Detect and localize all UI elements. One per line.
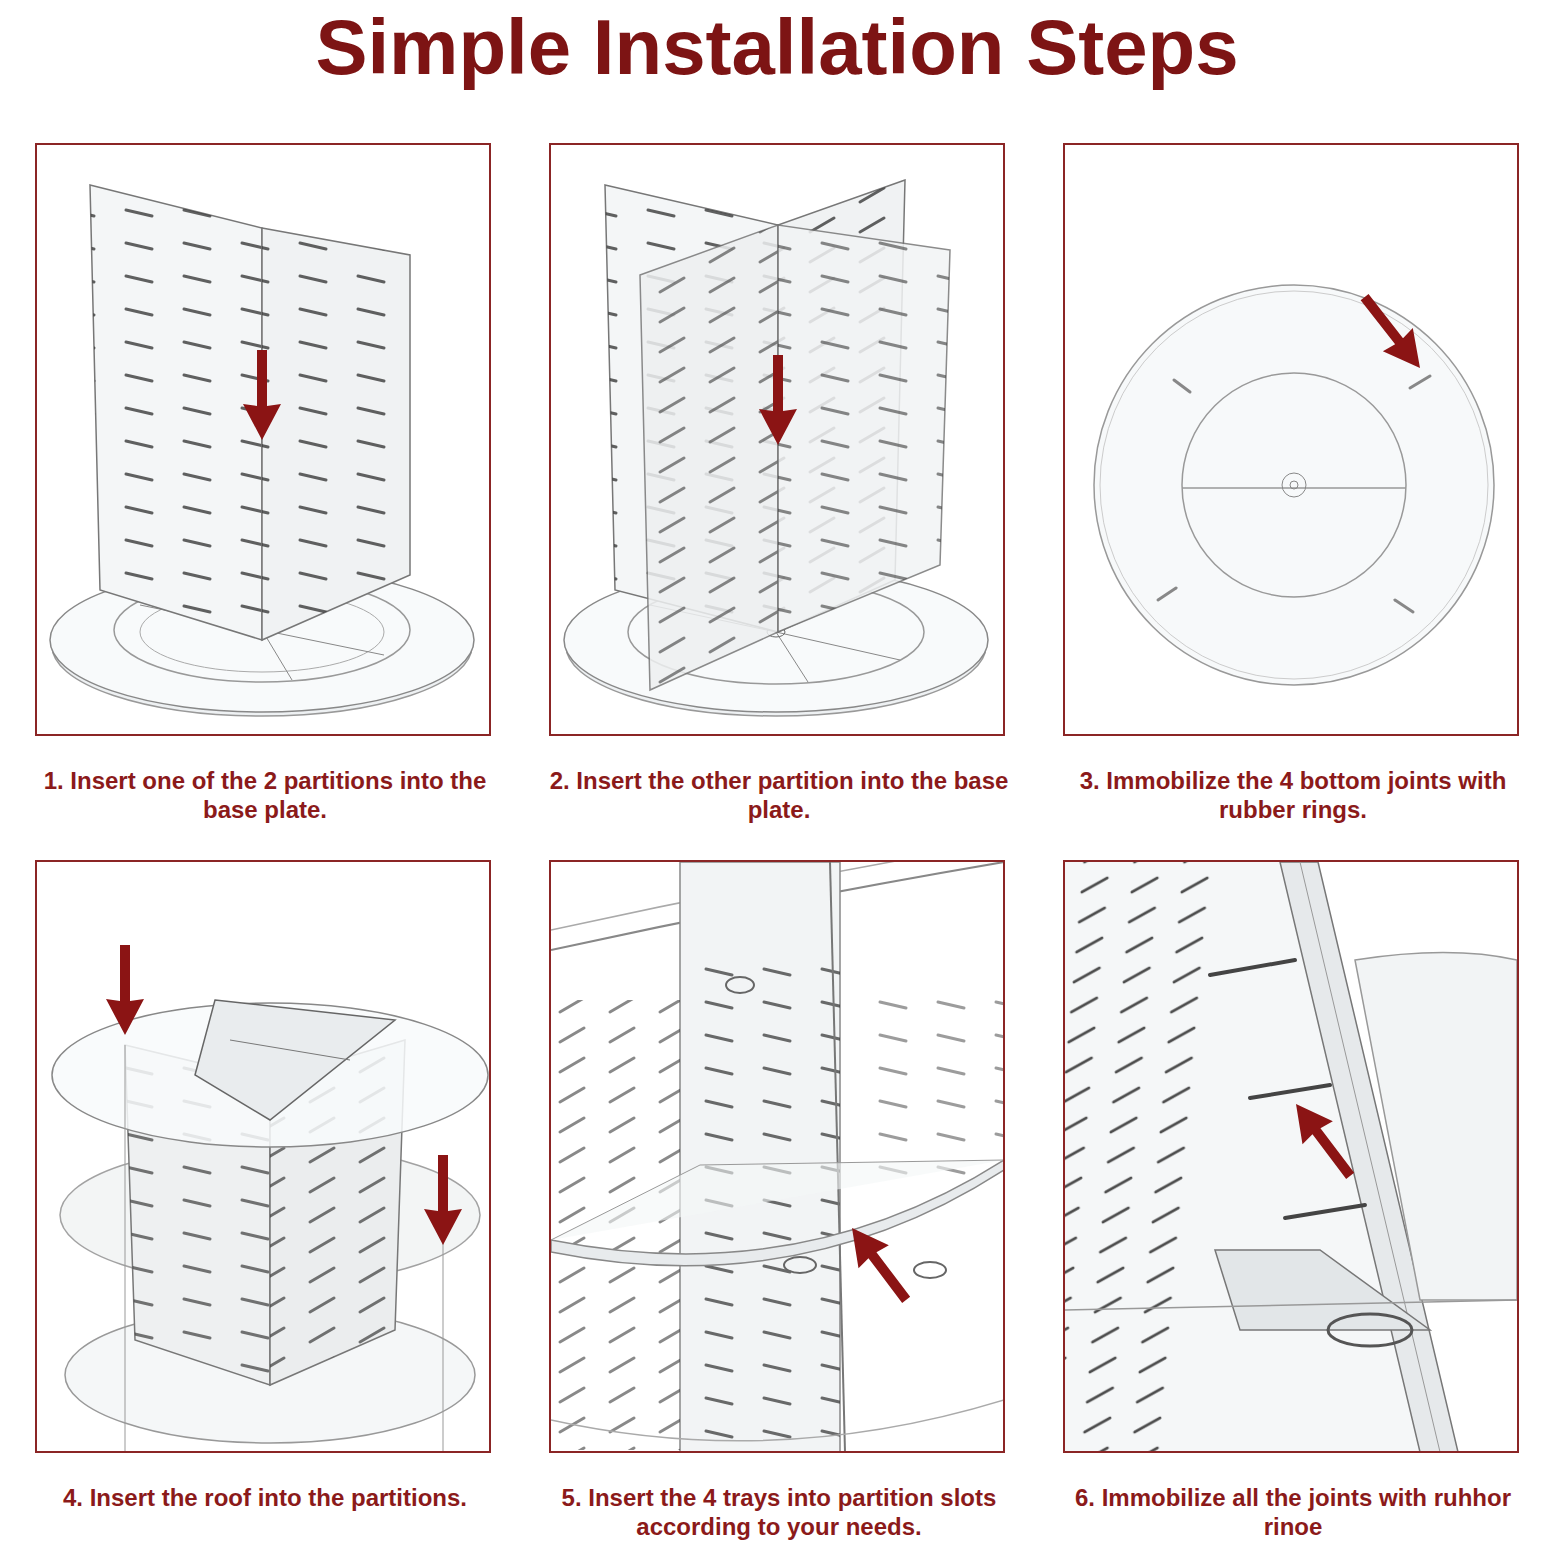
page-title: Simple Installation Steps — [0, 2, 1554, 92]
step-caption: 4. Insert the roof into the partitions. — [23, 1483, 507, 1512]
step-caption: 5. Insert the 4 trays into partition slo… — [537, 1483, 1021, 1541]
step-panel: 6. Immobilize all the joints with ruhhor… — [1063, 860, 1519, 1453]
step-caption: 3. Immobilize the 4 bottom joints with r… — [1051, 766, 1535, 824]
step-caption: 6. Immobilize all the joints with ruhhor… — [1051, 1483, 1535, 1541]
step-panel: 5. Insert the 4 trays into partition slo… — [549, 860, 1005, 1453]
step-panel: 3. Immobilize the 4 bottom joints with r… — [1063, 143, 1519, 736]
step-caption: 2. Insert the other partition into the b… — [537, 766, 1021, 824]
step-panel: 1. Insert one of the 2 partitions into t… — [35, 143, 491, 736]
step-panel: 2. Insert the other partition into the b… — [549, 143, 1005, 736]
step-caption: 1. Insert one of the 2 partitions into t… — [23, 766, 507, 824]
step-panel: 4. Insert the roof into the partitions. — [35, 860, 491, 1453]
